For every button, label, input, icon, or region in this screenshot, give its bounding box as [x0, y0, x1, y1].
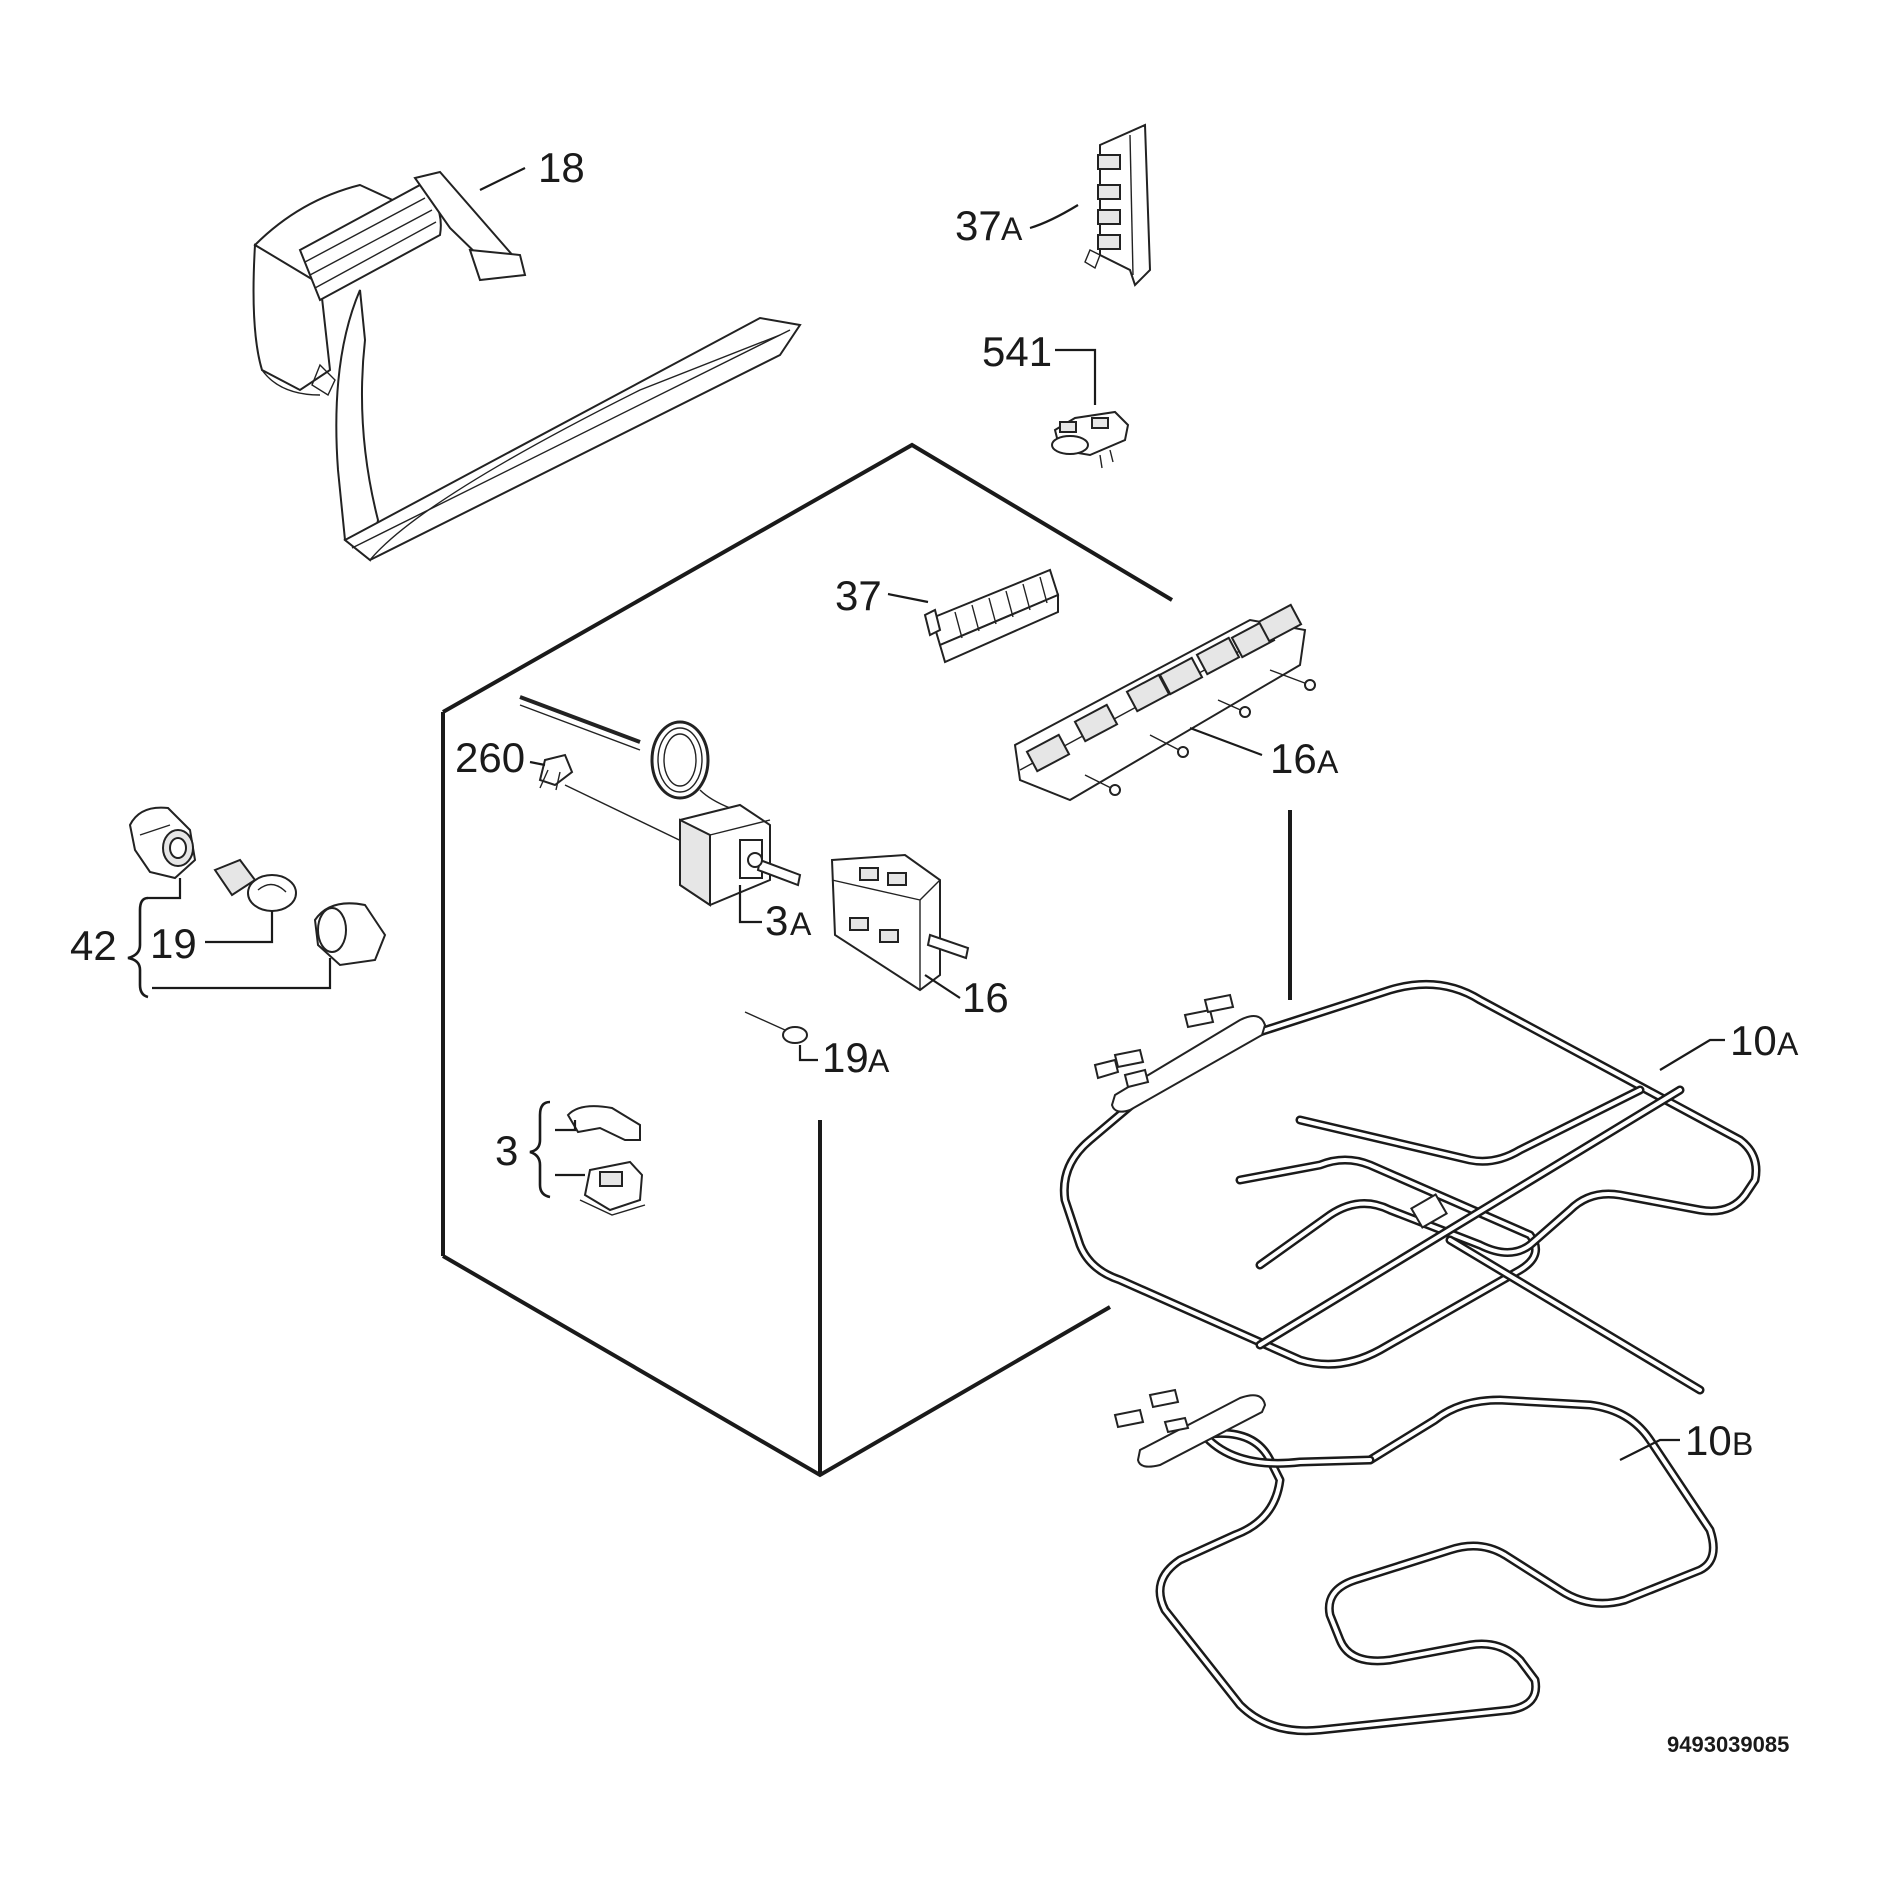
part-16-rotary-switch[interactable]	[830, 853, 970, 992]
part-42-bracket-leaders	[127, 878, 332, 999]
label-19: 19	[150, 920, 197, 967]
part-260-clip[interactable]	[538, 753, 574, 791]
label-260: 260	[455, 734, 525, 781]
part-3-bracket-clips[interactable]	[566, 1105, 646, 1216]
label-10b-number: 10	[1685, 1417, 1732, 1464]
label-3a-number: 3	[765, 897, 788, 944]
label-16: 16	[962, 974, 1009, 1021]
label-541: 541	[982, 328, 1052, 375]
label-16a-number: 16	[1270, 735, 1317, 782]
catalog-number: 9493039085	[1667, 1732, 1789, 1757]
leader-19a	[798, 1045, 818, 1062]
label-42: 42	[70, 922, 117, 969]
oven-cavity-outline	[441, 442, 1292, 1478]
label-3a-suffix: A	[790, 906, 812, 942]
leader-37	[887, 592, 929, 604]
part-37-terminal-block[interactable]	[923, 568, 1060, 664]
leader-16	[924, 974, 961, 999]
label-3: 3	[495, 1127, 518, 1174]
label-19a-suffix: A	[868, 1043, 890, 1079]
part-19a-lamp-connector[interactable]	[744, 1011, 808, 1044]
part-10b-lower-heating-element[interactable]	[1113, 1388, 1718, 1736]
label-10a-suffix: A	[1777, 1026, 1799, 1062]
leader-10b	[1619, 1438, 1680, 1461]
part-18-cooling-fan-duct[interactable]	[252, 170, 802, 562]
part-16a-switch-assembly[interactable]	[1013, 603, 1316, 802]
leader-37a	[1029, 204, 1079, 230]
label-19a-number: 19	[822, 1034, 869, 1081]
part-37a-terminal-bracket[interactable]	[1084, 123, 1152, 287]
leader-260	[529, 760, 546, 767]
label-37a-number: 37	[955, 202, 1002, 249]
label-18: 18	[538, 144, 585, 191]
label-37: 37	[835, 572, 882, 619]
part-42-lamp-holder[interactable]	[128, 806, 197, 880]
label-37a-suffix: A	[1001, 211, 1023, 247]
label-10b-suffix: B	[1732, 1426, 1753, 1462]
leader-541	[1055, 348, 1097, 405]
label-16a-suffix: A	[1317, 744, 1339, 780]
leader-16a	[1189, 726, 1263, 757]
part-19-lamp-bulb[interactable]	[213, 858, 297, 912]
leader-18	[479, 167, 526, 191]
part-3-bracket-leaders	[529, 1100, 585, 1199]
label-10a-number: 10	[1730, 1017, 1777, 1064]
part-lamp-cover[interactable]	[313, 902, 387, 967]
leader-10a	[1659, 1038, 1725, 1071]
part-3a-thermostat[interactable]	[519, 695, 802, 907]
leader-3a	[738, 885, 762, 924]
part-10a-upper-heating-element[interactable]	[1059, 979, 1761, 1395]
part-541-thermal-cutout[interactable]	[1051, 410, 1130, 469]
